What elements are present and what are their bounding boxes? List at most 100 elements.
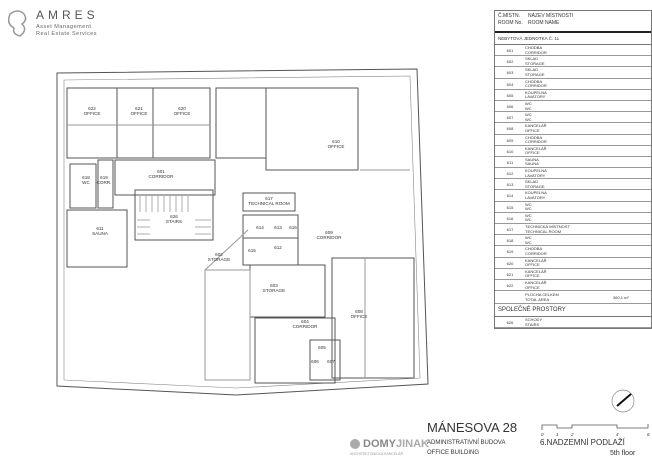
room-number: 607 xyxy=(506,115,514,121)
domyjinak-logo-icon xyxy=(350,439,360,450)
building-subtitle-en: OFFICE BUILDING xyxy=(427,450,480,456)
room-name-en: WC xyxy=(525,206,532,212)
room-number: 626 xyxy=(506,320,514,326)
room-name-cz: KANCELÁŘ xyxy=(525,268,547,274)
room-number: 604 xyxy=(506,81,514,87)
room-number: 611 xyxy=(506,159,514,165)
room-name-en: CORRIDOR xyxy=(525,49,547,55)
total-en: TOTAL AREA xyxy=(525,296,550,302)
room-610-name: OFFICE xyxy=(328,144,345,149)
room-name-en: OFFICE xyxy=(525,262,540,268)
room-name-en: LAVATORY xyxy=(525,94,546,100)
room-name-cz: CHODBA xyxy=(525,246,543,252)
room-name-en: WC xyxy=(525,217,532,223)
floor-label-cz: 6.NADZEMNÍ PODLAŽÍ xyxy=(540,438,625,447)
room-name-en: LAVATORY xyxy=(525,172,546,178)
room-name-cz: WC xyxy=(525,112,532,118)
room-617-name: TECHNICAL ROOM xyxy=(248,201,290,206)
room-615-number: 615 xyxy=(248,248,256,253)
legend-section: NEBYTOVÁ JEDNOTKA Č. 11 xyxy=(495,33,651,45)
room-601-name: CORRIDOR xyxy=(148,174,174,179)
room-622-name: OFFICE xyxy=(84,111,101,116)
building-outline xyxy=(56,68,429,396)
room-name-en: LAVATORY xyxy=(525,195,546,201)
col-room-no-en: ROOM No. xyxy=(498,20,523,26)
room-name-en: TECHNICAL ROOM xyxy=(525,228,562,234)
room-number: 605 xyxy=(506,92,514,98)
room-number: 620 xyxy=(506,260,514,266)
room-620-name: OFFICE xyxy=(174,111,191,116)
room-name-cz: KANCELÁŘ xyxy=(525,257,547,263)
room-616-number: 616 xyxy=(289,225,297,230)
room-number: 601 xyxy=(506,48,514,53)
scale-tick: 4 xyxy=(616,432,619,437)
room-name-cz: KANCELÁŘ xyxy=(525,279,547,285)
room-605-number: 605 xyxy=(318,345,326,350)
room-number: 619 xyxy=(506,249,514,255)
room-name-en: CORRIDOR xyxy=(525,83,547,89)
room-name-en: CORRIDOR xyxy=(525,250,547,256)
room-name-en: STORAGE xyxy=(525,60,545,66)
building-title: MÁNESOVA 28 xyxy=(427,420,518,435)
room-name-cz: KOUPELNA xyxy=(525,89,547,95)
room-name-cz: CHODBA xyxy=(525,134,543,140)
room-606-number: 606 xyxy=(311,359,319,364)
room-name-cz: SKLAD xyxy=(525,56,539,62)
room-name-cz: WC xyxy=(525,235,532,241)
room-608-number: 608 xyxy=(355,309,363,314)
room-621-number: 621 xyxy=(135,106,143,111)
room-name-en: CORRIDOR xyxy=(525,139,547,145)
scale-tick: 2 xyxy=(571,432,574,437)
room-614-number: 614 xyxy=(256,225,264,230)
floor-plan: 622OFFICE621OFFICE620OFFICE610OFFICE618W… xyxy=(56,68,429,396)
room-name-en: OFFICE xyxy=(525,150,540,156)
room-617-number: 617 xyxy=(265,196,273,201)
room-name-cz: TECHNICKÁ MÍSTNOST xyxy=(525,224,570,229)
room-number: 614 xyxy=(506,193,514,199)
scale-tick: 0 xyxy=(541,432,544,437)
scale-bar xyxy=(541,424,649,430)
room-610-number: 610 xyxy=(332,139,340,144)
room-626-name: STAIRS xyxy=(166,219,182,224)
scale-tick: 6 xyxy=(647,432,650,437)
room-626-number: 626 xyxy=(170,214,178,219)
room-name-en: OFFICE xyxy=(525,284,540,290)
domyjinak-logo: DOMYJINAK xyxy=(350,438,429,450)
room-607-number: 607 xyxy=(327,359,335,364)
room-number: 603 xyxy=(506,70,514,76)
lion-emblem-icon xyxy=(7,10,27,37)
logo-line1: Asset Management xyxy=(36,24,92,30)
room-number: 618 xyxy=(506,238,514,244)
room-602-name: STORAGE xyxy=(208,257,230,262)
room-620-number: 620 xyxy=(178,106,186,111)
room-name-en: OFFICE xyxy=(525,273,540,279)
room-number: 612 xyxy=(506,171,514,177)
room-name-en: SAUNA xyxy=(525,161,539,167)
room-number: 617 xyxy=(506,227,514,232)
room-602-number: 602 xyxy=(215,252,223,257)
col-room-name-en: ROOM NAME xyxy=(528,20,560,26)
room-612-number: 612 xyxy=(274,245,282,250)
room-608-name: OFFICE xyxy=(351,314,368,319)
room-name-en: WC xyxy=(525,105,532,111)
room-name-cz: SKLAD xyxy=(525,179,539,185)
room-618-number: 618 xyxy=(82,175,90,180)
